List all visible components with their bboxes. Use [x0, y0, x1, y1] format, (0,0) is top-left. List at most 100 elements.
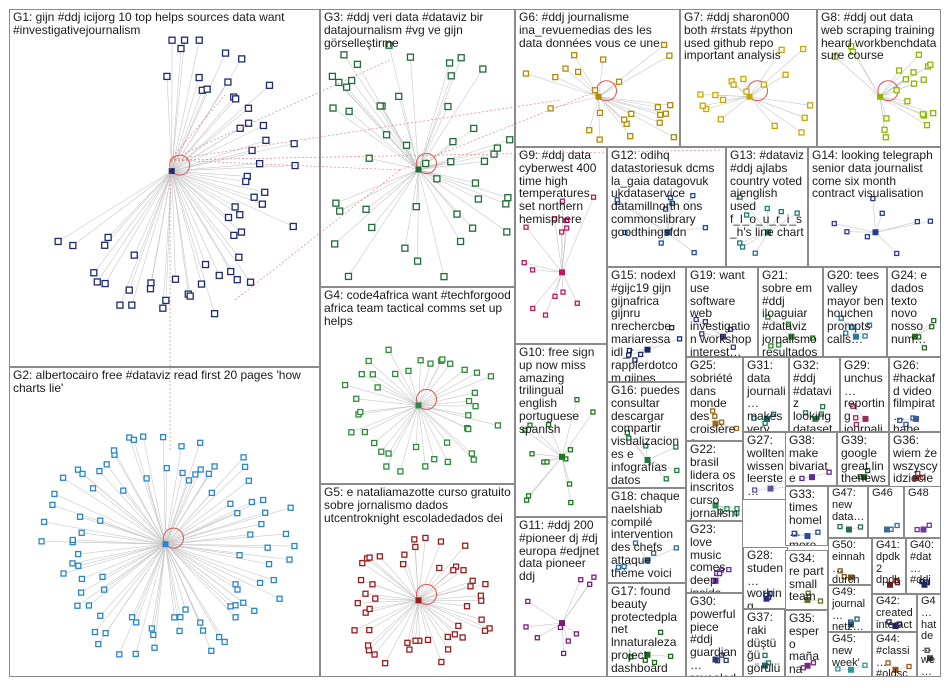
edge [598, 96, 631, 137]
node [478, 597, 485, 604]
edge [165, 544, 225, 643]
node [247, 531, 254, 538]
node [361, 428, 368, 436]
edge [165, 492, 213, 545]
node [626, 435, 632, 441]
edge [739, 197, 769, 233]
group-network [835, 662, 868, 673]
group-network [709, 408, 740, 432]
hub-node [712, 577, 719, 584]
node [101, 241, 109, 249]
edge [165, 501, 252, 545]
edge [165, 543, 236, 618]
node [210, 310, 219, 318]
group-label: G44: #classi… #oldsc… [876, 633, 910, 677]
edge [418, 600, 468, 607]
edge [749, 96, 802, 133]
edge [165, 499, 264, 545]
node [351, 627, 358, 634]
node [332, 199, 340, 207]
node [921, 345, 928, 351]
edge [548, 424, 563, 457]
group-label: G12: odihq datastoriesuk dcms la_gaia da… [611, 148, 715, 239]
node [412, 637, 419, 644]
node [771, 122, 778, 129]
group-panel-g48: G48 [904, 486, 941, 538]
node [262, 509, 269, 516]
node [904, 98, 911, 105]
edge [165, 480, 190, 545]
node [547, 105, 554, 112]
edge [154, 544, 166, 648]
node [752, 487, 758, 493]
edge [44, 521, 166, 545]
node [734, 510, 740, 516]
node [245, 477, 252, 484]
hub-node [746, 93, 753, 100]
node [179, 469, 186, 477]
node [642, 657, 648, 663]
node [328, 72, 337, 81]
edge [647, 338, 680, 350]
group-label: G22: brasil lidera os inscritos curso jo… [690, 442, 739, 521]
node [221, 638, 228, 646]
node [643, 443, 649, 449]
edge [418, 537, 426, 601]
edge [749, 48, 804, 97]
edge [715, 94, 750, 98]
edge [723, 96, 750, 101]
node [667, 195, 674, 201]
edge [529, 424, 563, 458]
edge [418, 600, 456, 635]
node [69, 560, 76, 567]
edge [369, 600, 419, 610]
node [362, 205, 370, 213]
group-label: G4: code4africa want #techforgood africa… [324, 288, 511, 328]
self-loop [416, 388, 437, 410]
edge [561, 579, 582, 624]
node [815, 529, 821, 535]
hub-node [804, 597, 811, 604]
edge [107, 170, 172, 238]
node [447, 72, 455, 80]
edge [879, 96, 934, 114]
node [365, 154, 373, 162]
edge [113, 450, 166, 545]
edge [165, 512, 238, 545]
edge [119, 170, 172, 306]
edge [416, 169, 419, 207]
edge [598, 96, 632, 115]
node [147, 279, 155, 287]
node [79, 470, 86, 478]
node [810, 660, 817, 666]
node [382, 131, 391, 139]
edge [374, 600, 419, 655]
node [59, 474, 67, 481]
node [667, 653, 674, 660]
node [552, 73, 559, 81]
node [353, 395, 360, 402]
edge [377, 387, 419, 406]
node [358, 371, 365, 378]
edge [171, 96, 234, 172]
group-label: G35: espero mañana sábad… [789, 611, 822, 677]
node [291, 542, 298, 550]
hub-node [712, 420, 719, 427]
edge [334, 169, 419, 245]
node [186, 292, 194, 300]
node [470, 124, 478, 133]
edge [165, 543, 236, 606]
node [841, 574, 847, 580]
hub-node [765, 229, 771, 236]
node [596, 109, 604, 117]
node [737, 194, 743, 200]
node [399, 560, 407, 568]
group-label: G10: free sign up now miss amazing trili… [519, 345, 595, 436]
node [372, 595, 379, 602]
node [101, 279, 109, 288]
group-label: G29: unchus… reporting journali… empha… [844, 358, 885, 432]
node [261, 188, 269, 196]
node [110, 447, 118, 454]
node [837, 523, 843, 530]
edge [335, 169, 419, 204]
